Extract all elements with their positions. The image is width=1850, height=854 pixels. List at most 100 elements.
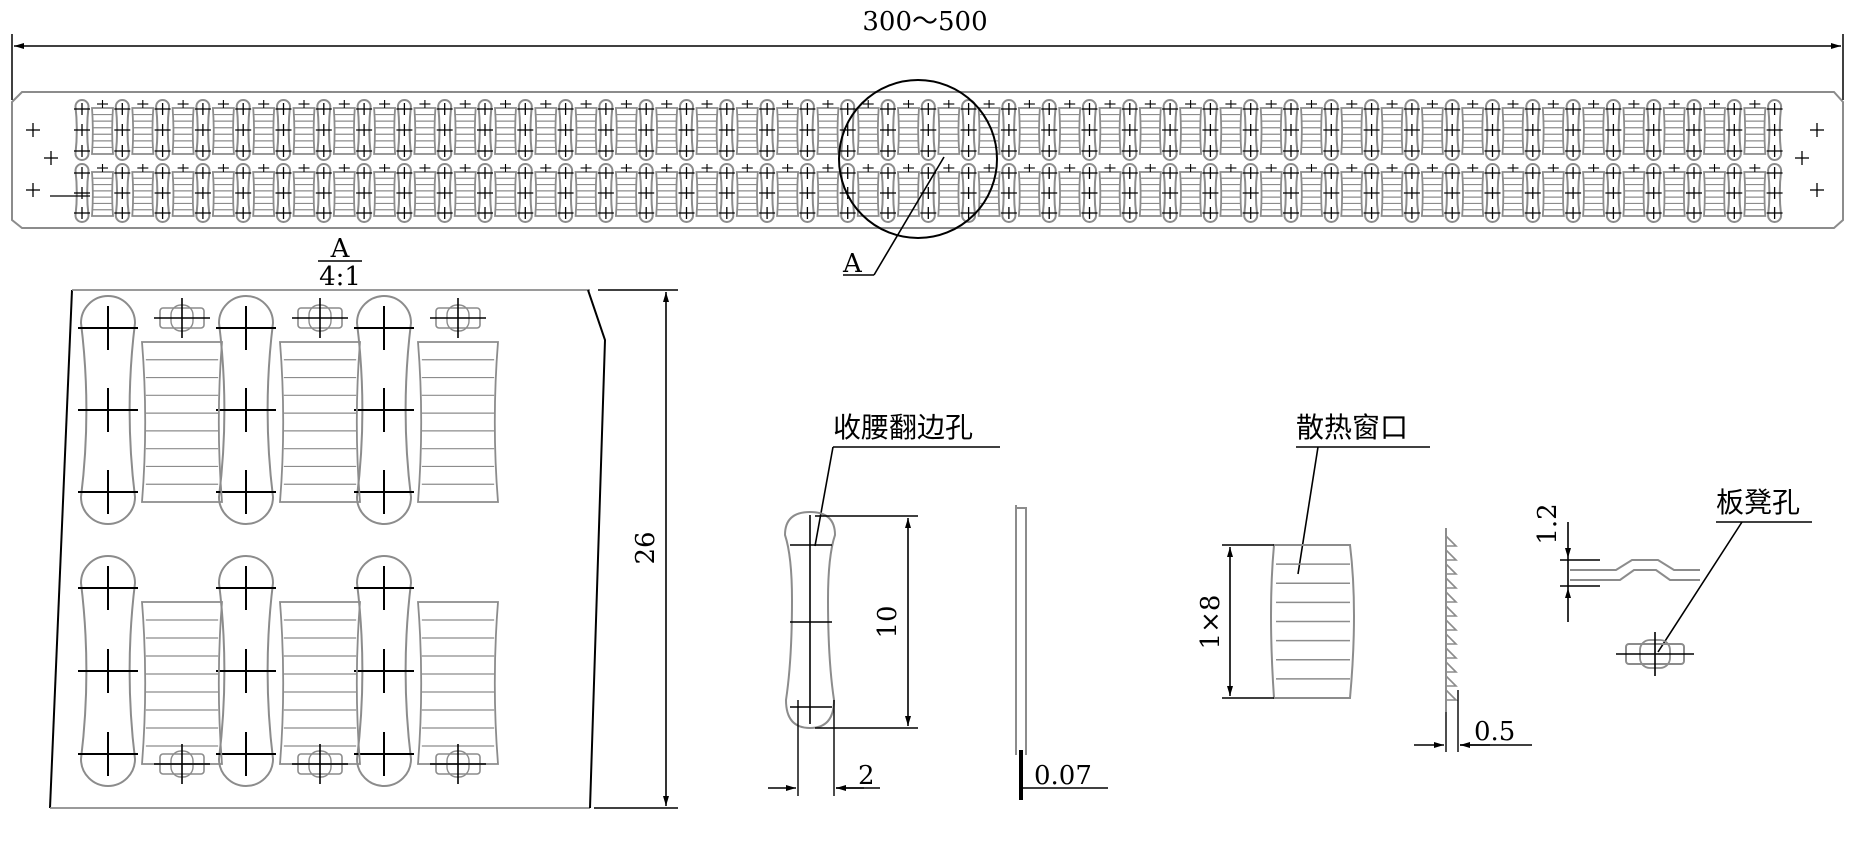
center-mark	[477, 103, 493, 115]
heat-vent-window-feature: 散热窗口 1×8 0.5	[1196, 411, 1532, 752]
strip-slot	[155, 99, 171, 161]
center-mark	[1283, 207, 1299, 219]
strip-center-mark	[97, 100, 108, 108]
center-mark	[1041, 207, 1058, 219]
strip-vent	[1138, 107, 1162, 155]
center-mark	[1323, 167, 1340, 179]
center-mark	[154, 103, 171, 115]
center-mark	[597, 124, 614, 136]
louver-tooth	[1445, 549, 1458, 561]
strip-vent	[1017, 171, 1041, 217]
strip-center-mark	[1547, 164, 1559, 172]
louver-tooth	[1445, 661, 1458, 673]
detail-view-scale: 4:1	[319, 262, 361, 292]
center-mark	[154, 167, 171, 179]
strip-slot	[799, 163, 815, 223]
strip-vent	[1098, 107, 1122, 155]
center-mark	[1283, 124, 1299, 136]
center-mark	[396, 167, 413, 179]
strip-slot	[1122, 163, 1138, 223]
center-mark	[396, 207, 413, 219]
center-mark	[275, 124, 292, 136]
strip-vent	[816, 107, 840, 155]
strip-slot	[316, 99, 332, 161]
strip-slot	[920, 99, 936, 161]
center-mark	[1645, 103, 1662, 115]
center-mark	[1766, 145, 1783, 157]
strip-center-mark	[1588, 100, 1600, 108]
center-mark	[557, 167, 574, 179]
center-mark	[638, 145, 655, 157]
bench-height-dim: 1.2	[1533, 503, 1563, 544]
strip-slot	[840, 163, 856, 223]
center-mark	[477, 207, 493, 219]
center-mark	[1162, 145, 1179, 157]
bench-hole-profile	[1570, 559, 1700, 581]
strip-center-mark	[580, 164, 592, 172]
center-mark	[1000, 167, 1017, 179]
flange-thickness-dim: 0.07	[1034, 761, 1092, 791]
center-mark	[880, 145, 896, 157]
strip-slot	[437, 163, 453, 223]
strip-slot	[1243, 99, 1259, 161]
center-mark	[799, 187, 816, 199]
strip-center-mark	[540, 164, 552, 172]
strip-center-mark	[943, 100, 955, 108]
center-mark	[154, 298, 210, 338]
strip-vent	[695, 107, 719, 155]
center-mark	[1403, 207, 1420, 219]
strip-slot	[799, 99, 815, 161]
strip-center-mark	[459, 100, 471, 108]
center-mark	[1484, 187, 1501, 199]
center-mark	[638, 103, 655, 115]
strip-vent	[1179, 107, 1203, 155]
center-mark	[960, 124, 977, 136]
center-mark	[1162, 207, 1179, 219]
strip-slot	[1202, 163, 1218, 223]
center-mark	[477, 167, 493, 179]
center-mark	[759, 207, 776, 219]
center-mark	[1162, 187, 1179, 199]
strip-slot	[1484, 163, 1501, 223]
strip-center-mark	[1628, 100, 1640, 108]
strip-vent	[655, 107, 679, 155]
center-mark	[154, 744, 210, 784]
center-mark	[1686, 145, 1702, 157]
center-mark	[597, 145, 614, 157]
strip-slot	[880, 163, 896, 223]
strip-slot	[1404, 163, 1420, 223]
center-mark	[1000, 145, 1017, 157]
center-mark	[154, 124, 171, 136]
strip-vent	[1662, 171, 1686, 217]
strip-slot	[517, 99, 533, 161]
strip-center-mark	[1306, 100, 1317, 108]
center-mark	[354, 649, 414, 693]
center-mark	[1565, 207, 1582, 219]
strip-center-mark	[258, 100, 270, 108]
center-mark	[1565, 103, 1582, 115]
strip-slot	[1767, 99, 1783, 161]
strip-slot	[1162, 163, 1178, 223]
center-mark	[718, 207, 735, 219]
louver-tooth	[1445, 633, 1458, 645]
strip-slot	[1122, 99, 1138, 161]
center-mark	[1363, 187, 1380, 199]
strip-vent	[1340, 107, 1364, 155]
strip-center-mark	[298, 100, 310, 108]
strip-slot	[1605, 99, 1621, 161]
strip-vent	[655, 171, 679, 217]
overall-dimension: 300～500	[11, 7, 1844, 100]
strip-vent	[1300, 107, 1323, 155]
strip-vent	[1179, 171, 1203, 217]
strip-vent	[332, 171, 356, 217]
center-mark	[1081, 145, 1098, 157]
center-mark	[839, 145, 856, 157]
strip-slot	[598, 99, 614, 161]
strip-vent	[211, 171, 235, 217]
vent-window	[417, 341, 499, 503]
strip-vent	[1582, 171, 1606, 217]
strip-center-mark	[1346, 164, 1358, 172]
strip-center-mark	[540, 100, 552, 108]
strip-vent	[1420, 107, 1444, 155]
